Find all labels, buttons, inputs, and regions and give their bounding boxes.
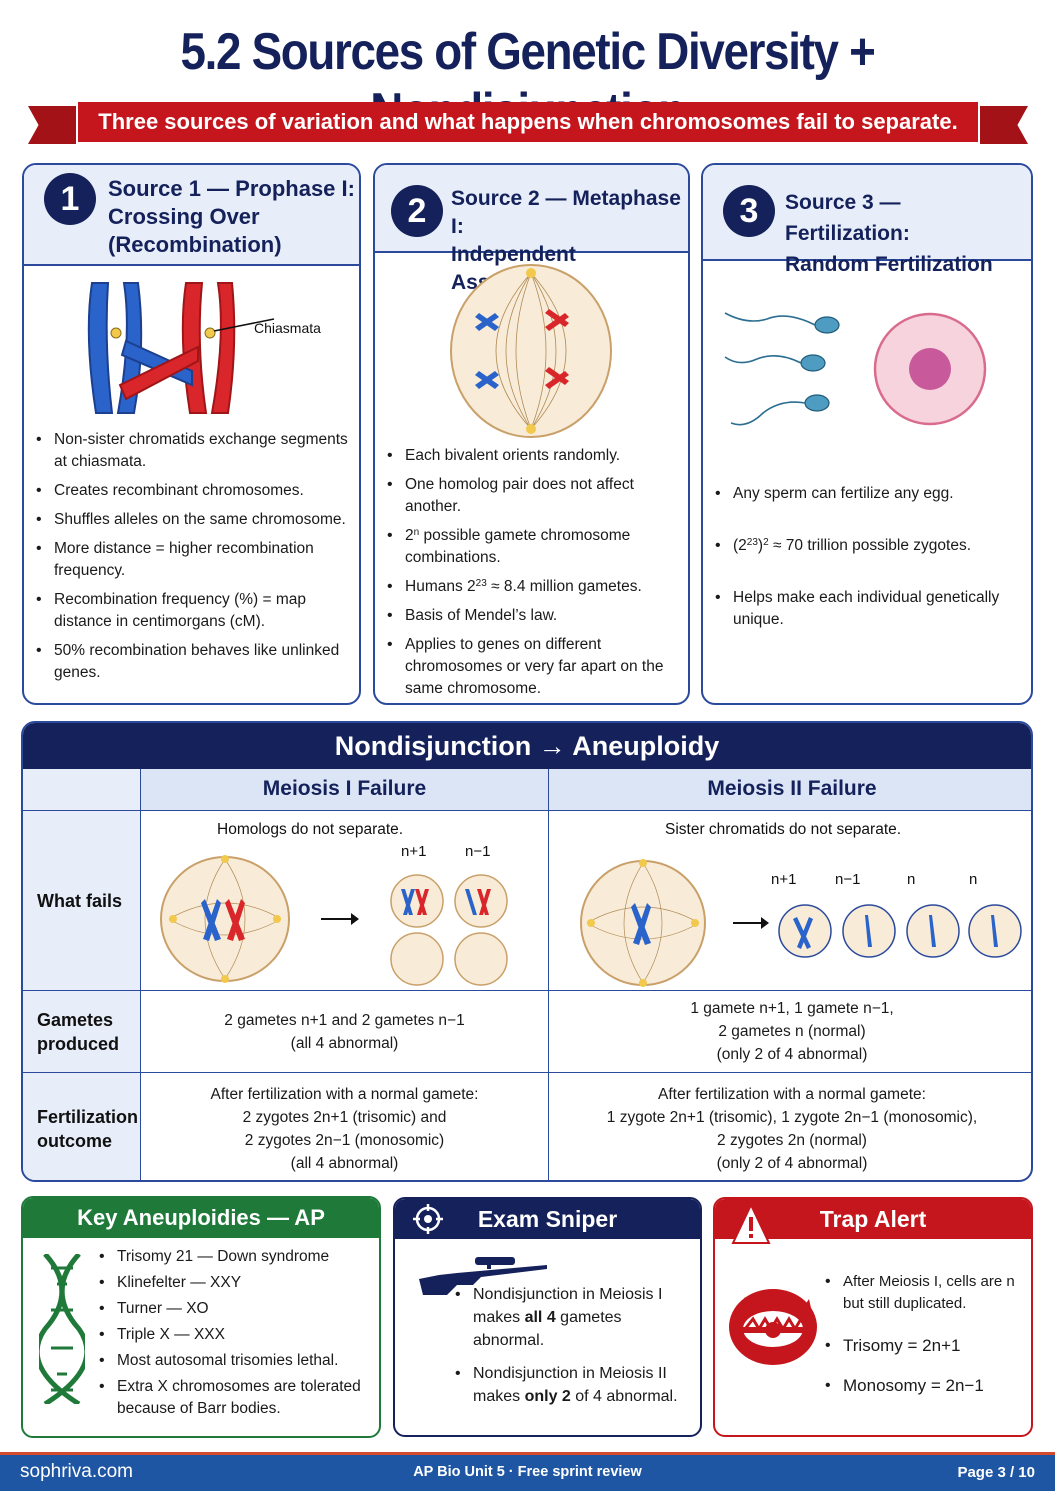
list-item: After Meiosis I, cells are n but still d… — [823, 1271, 1031, 1315]
exam-sniper-list: Nondisjunction in Meiosis I makes all 4 … — [453, 1283, 693, 1415]
source-3-heading: Source 3 — Fertilization: Random Fertili… — [785, 191, 993, 276]
source-3-number: 3 — [723, 185, 775, 237]
list-item: Trisomy = 2n+1 — [823, 1335, 1031, 1357]
exam-sniper-card: Exam Sniper Nondisjunction in Meiosis I … — [393, 1197, 702, 1437]
rifle-icon — [419, 1257, 547, 1295]
list-item: Nondisjunction in Meiosis I makes all 4 … — [453, 1283, 693, 1352]
list-item: Triple X — XXX — [97, 1324, 379, 1346]
warning-icon — [731, 1203, 771, 1244]
source-2-bullets: Each bivalent orients randomly. One homo… — [385, 445, 685, 703]
trap-alert-header: Trap Alert — [715, 1199, 1031, 1244]
exam-sniper-heading: Exam Sniper — [477, 1206, 618, 1232]
m1-what-text: Homologs do not separate. — [217, 821, 404, 838]
source-2-card: 2 Source 2 — Metaphase I: Independent As… — [373, 163, 690, 705]
source-1-header: 1 Source 1 — Prophase I: Crossing Over (… — [24, 165, 359, 266]
m1-label-n-plus-1: n+1 — [401, 843, 427, 860]
list-item: (223)2 ≈ 70 trillion possible zygotes. — [713, 535, 1031, 557]
list-item: Monosomy = 2n−1 — [823, 1375, 1031, 1397]
list-item: Klinefelter — XXY — [97, 1272, 379, 1294]
source-3-bullets: Any sperm can fertilize any egg. (223)2 … — [713, 483, 1031, 638]
m1-fert-cell: After fertilization with a normal gamete… — [141, 1073, 549, 1180]
source-2-number: 2 — [391, 185, 443, 237]
exam-sniper-header: Exam Sniper — [395, 1199, 700, 1239]
footer: sophriva.com AP Bio Unit 5 · Free sprint… — [0, 1452, 1055, 1491]
list-item: Basis of Mendel’s law. — [385, 605, 685, 627]
meiosis-1-figure — [160, 855, 508, 986]
subtitle: Three sources of variation and what happ… — [78, 102, 978, 142]
list-item: Nondisjunction in Meiosis II makes only … — [453, 1362, 693, 1408]
m2-label-n-b: n — [969, 871, 978, 888]
bear-trap-icon — [729, 1289, 817, 1365]
col-meiosis-1: Meiosis I Failure — [141, 769, 549, 811]
m1-what-cell: Homologs do not separate. n+1 n−1 — [141, 811, 549, 991]
list-item: Recombination frequency (%) = map distan… — [34, 589, 354, 633]
fertilization-figure — [724, 312, 987, 426]
footer-center-text: AP Bio Unit 5 · Free sprint review — [413, 1464, 642, 1480]
key-aneuploidies-heading: Key Aneuploidies — AP Examples — [23, 1198, 379, 1270]
crossing-over-figure — [87, 282, 275, 414]
list-item: Creates recombinant chromosomes. — [34, 480, 354, 502]
col-meiosis-2: Meiosis II Failure — [549, 769, 1031, 811]
list-item: More distance = higher recombination fre… — [34, 538, 354, 582]
meiosis-2-figure — [580, 859, 1022, 987]
corner-cell — [23, 769, 141, 811]
footer-page-number: Page 3 / 10 — [957, 1464, 1035, 1481]
chiasmata-label: Chiasmata — [254, 320, 321, 336]
list-item: Extra X chromosomes are tolerated becaus… — [97, 1376, 379, 1420]
row-what-fails: What fails — [23, 811, 141, 991]
source-3-header: 3 Source 3 — Fertilization: Random Ferti… — [703, 165, 1031, 276]
m2-what-text: Sister chromatids do not separate. — [665, 821, 902, 838]
list-item: Non-sister chromatids exchange segments … — [34, 429, 354, 473]
nondisjunction-heading: Nondisjunction → Aneuploidy — [23, 723, 1031, 769]
footer-site-link[interactable]: sophriva.com — [20, 1461, 133, 1482]
nondisjunction-table: Nondisjunction → Aneuploidy Meiosis I Fa… — [21, 721, 1033, 1182]
list-item: Humans 223 ≈ 8.4 million gametes. — [385, 576, 685, 598]
source-3-card: 3 Source 3 — Fertilization: Random Ferti… — [701, 163, 1033, 705]
list-item: Helps make each individual genetically u… — [713, 587, 1031, 631]
list-item: 50% recombination behaves like unlinked … — [34, 640, 354, 684]
list-item: Most autosomal trisomies lethal. — [97, 1350, 379, 1372]
ribbon-tail-left — [28, 106, 76, 144]
key-aneuploidies-list: Trisomy 21 — Down syndrome Klinefelter —… — [97, 1246, 379, 1424]
source-1-bullets: Non-sister chromatids exchange segments … — [34, 429, 354, 691]
key-aneuploidies-card: Key Aneuploidies — AP Examples Trisomy 2… — [21, 1196, 381, 1438]
m2-fert-cell: After fertilization with a normal gamete… — [606, 1085, 978, 1172]
source-1-heading: Source 1 — Prophase I: Crossing Over (Re… — [108, 176, 355, 257]
dna-icon — [39, 1254, 85, 1404]
crosshair-icon — [413, 1204, 443, 1234]
m2-label-n-plus-1: n+1 — [771, 871, 797, 888]
subtitle-ribbon: Three sources of variation and what happ… — [28, 102, 1028, 144]
list-item: Applies to genes on different chromosome… — [385, 634, 685, 700]
m1-gametes-cell: 2 gametes n+1 and 2 gametes n−1 (all 4 a… — [141, 991, 549, 1073]
list-item: One homolog pair does not affect another… — [385, 474, 685, 518]
trap-alert-heading: Trap Alert — [819, 1206, 927, 1232]
list-item: Trisomy 21 — Down syndrome — [97, 1246, 379, 1268]
list-item: Shuffles alleles on the same chromosome. — [34, 509, 354, 531]
list-item: Any sperm can fertilize any egg. — [713, 483, 1031, 505]
trap-alert-card: Trap Alert After Meiosis I, cells are n … — [713, 1197, 1033, 1437]
ribbon-tail-right — [980, 106, 1028, 144]
metaphase-cell-figure — [450, 264, 612, 438]
m2-gametes-cell: 1 gamete n+1, 1 gamete n−1, 2 gametes n … — [549, 991, 1031, 1073]
source-2-header: 2 Source 2 — Metaphase I: Independent As… — [375, 165, 688, 294]
m2-what-cell: Sister chromatids do not separate. n+1 n… — [549, 811, 1031, 991]
source-1-card: 1 Source 1 — Prophase I: Crossing Over (… — [22, 163, 361, 705]
list-item: Turner — XO — [97, 1298, 379, 1320]
trap-alert-list: After Meiosis I, cells are n but still d… — [823, 1271, 1031, 1404]
m1-label-n-minus-1: n−1 — [465, 843, 491, 860]
source-1-number: 1 — [44, 173, 96, 225]
list-item: Each bivalent orients randomly. — [385, 445, 685, 467]
m2-label-n-minus-1: n−1 — [835, 871, 861, 888]
list-item: 2n possible gamete chromosome combinatio… — [385, 525, 685, 569]
m2-label-n-a: n — [907, 871, 916, 888]
